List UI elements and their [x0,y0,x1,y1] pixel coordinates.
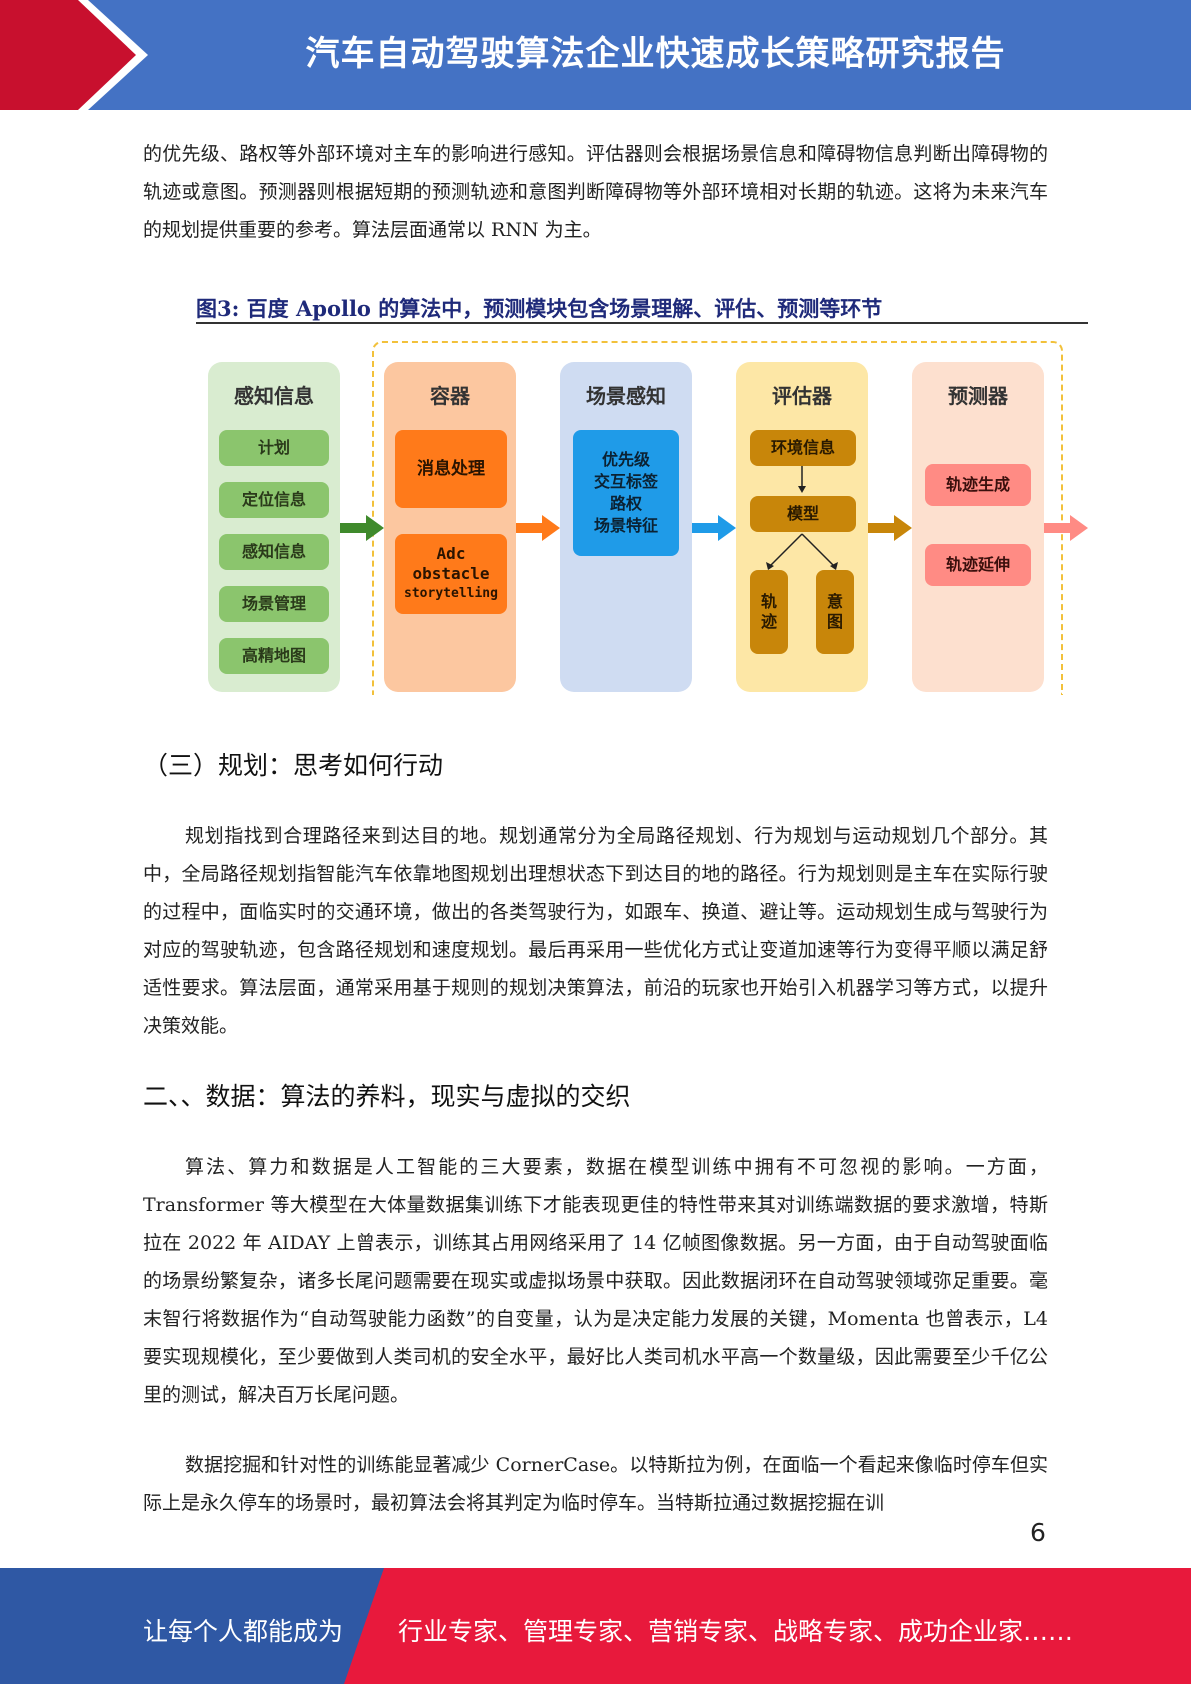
body-paragraph-2: 规划指找到合理路径来到达目的地。规划通常分为全局路径规划、行为规划与运动规划几个… [143,825,1048,1037]
intent-box: 意 图 [816,570,854,654]
page-number: 6 [1030,1518,1046,1547]
trajectory-char-2: 迹 [760,612,777,631]
report-title: 汽车自动驾驶算法企业快速成长策略研究报告 [305,34,1006,74]
arrow-pink [1044,515,1088,541]
figure-title-rule [196,322,1088,324]
scene-interaction-label: 交互标签 [593,472,658,491]
scene-features: 场景特征 [593,516,658,535]
perception-item-location: 定位信息 [219,482,329,518]
body-paragraph-1: 的优先级、路权等外部环境对主车的影响进行感知。评估器则会根据场景信息和障碍物信息… [143,143,1048,241]
arrow-orange [516,515,560,541]
body-paragraph-4: 数据挖掘和针对性的训练能显著减少 CornerCase。以特斯拉为例，在面临一个… [143,1454,1048,1514]
column-perception-title: 感知信息 [234,384,314,408]
column-predictor: 预测器 轨迹生成 轨迹延伸 [912,362,1044,692]
trajectory-box: 轨 迹 [750,570,788,654]
column-evaluator: 评估器 环境信息 模型 轨 迹 意 图 [736,362,868,692]
scene-features-box: 优先级 交互标签 路权 场景特征 [573,430,679,556]
adc-line: Adc [436,544,466,563]
scene-priority: 优先级 [601,450,650,469]
header-red-chevron [0,0,148,110]
intent-char-2: 图 [826,612,843,631]
storytelling-line: storytelling [404,586,498,601]
column-scene-awareness: 场景感知 优先级 交互标签 路权 场景特征 [560,362,692,692]
trajectory-generation-box: 轨迹生成 [925,464,1031,506]
page-footer [0,1568,1191,1684]
message-processing-box: 消息处理 [395,430,507,508]
arrow-green [340,515,384,541]
trajectory-char-1: 轨 [760,592,777,611]
evaluator-connectors [766,466,838,570]
column-scene-awareness-title: 场景感知 [586,384,666,408]
column-predictor-title: 预测器 [948,384,1008,408]
column-container-title: 容器 [430,384,470,408]
perception-item-scene-management: 场景管理 [219,586,329,622]
intent-char-1: 意 [826,592,843,611]
footer-slogan-left: 让每个人都能成为 [143,1617,344,1646]
adc-obstacle-storytelling-box: Adc obstacle storytelling [395,534,507,614]
perception-item-hd-map: 高精地图 [219,638,329,674]
body-paragraph-3: 算法、算力和数据是人工智能的三大要素，数据在模型训练中拥有不可忽视的影响。一方面… [143,1156,1048,1406]
page-header: 汽车自动驾驶算法企业快速成长策略研究报告 [0,0,1191,110]
perception-item-plan: 计划 [219,430,329,466]
footer-slogan-right: 行业专家、管理专家、营销专家、战略专家、成功企业家…… [398,1617,1074,1646]
arrow-gold [868,515,912,541]
section-heading-data: 二、、数据：算法的养料，现实与虚拟的交织 [143,1082,631,1111]
trajectory-extension-box: 轨迹延伸 [925,544,1031,586]
model-box: 模型 [750,496,856,532]
column-container: 容器 消息处理 Adc obstacle storytelling [384,362,516,692]
prediction-module-dashed-frame [372,341,1063,695]
column-evaluator-title: 评估器 [772,384,832,408]
scene-right-of-way: 路权 [609,494,642,513]
environment-info-box: 环境信息 [750,430,856,466]
column-perception: 感知信息 计划 定位信息 感知信息 场景管理 高精地图 [208,362,340,692]
obstacle-line: obstacle [412,564,490,583]
figure-title: 图3: 百度 Apollo 的算法中，预测模块包含场景理解、评估、预测等环节 [196,296,883,321]
perception-item-sensing: 感知信息 [219,534,329,570]
arrow-blue [692,515,736,541]
section-heading-planning: （三）规划：思考如何行动 [143,751,444,780]
